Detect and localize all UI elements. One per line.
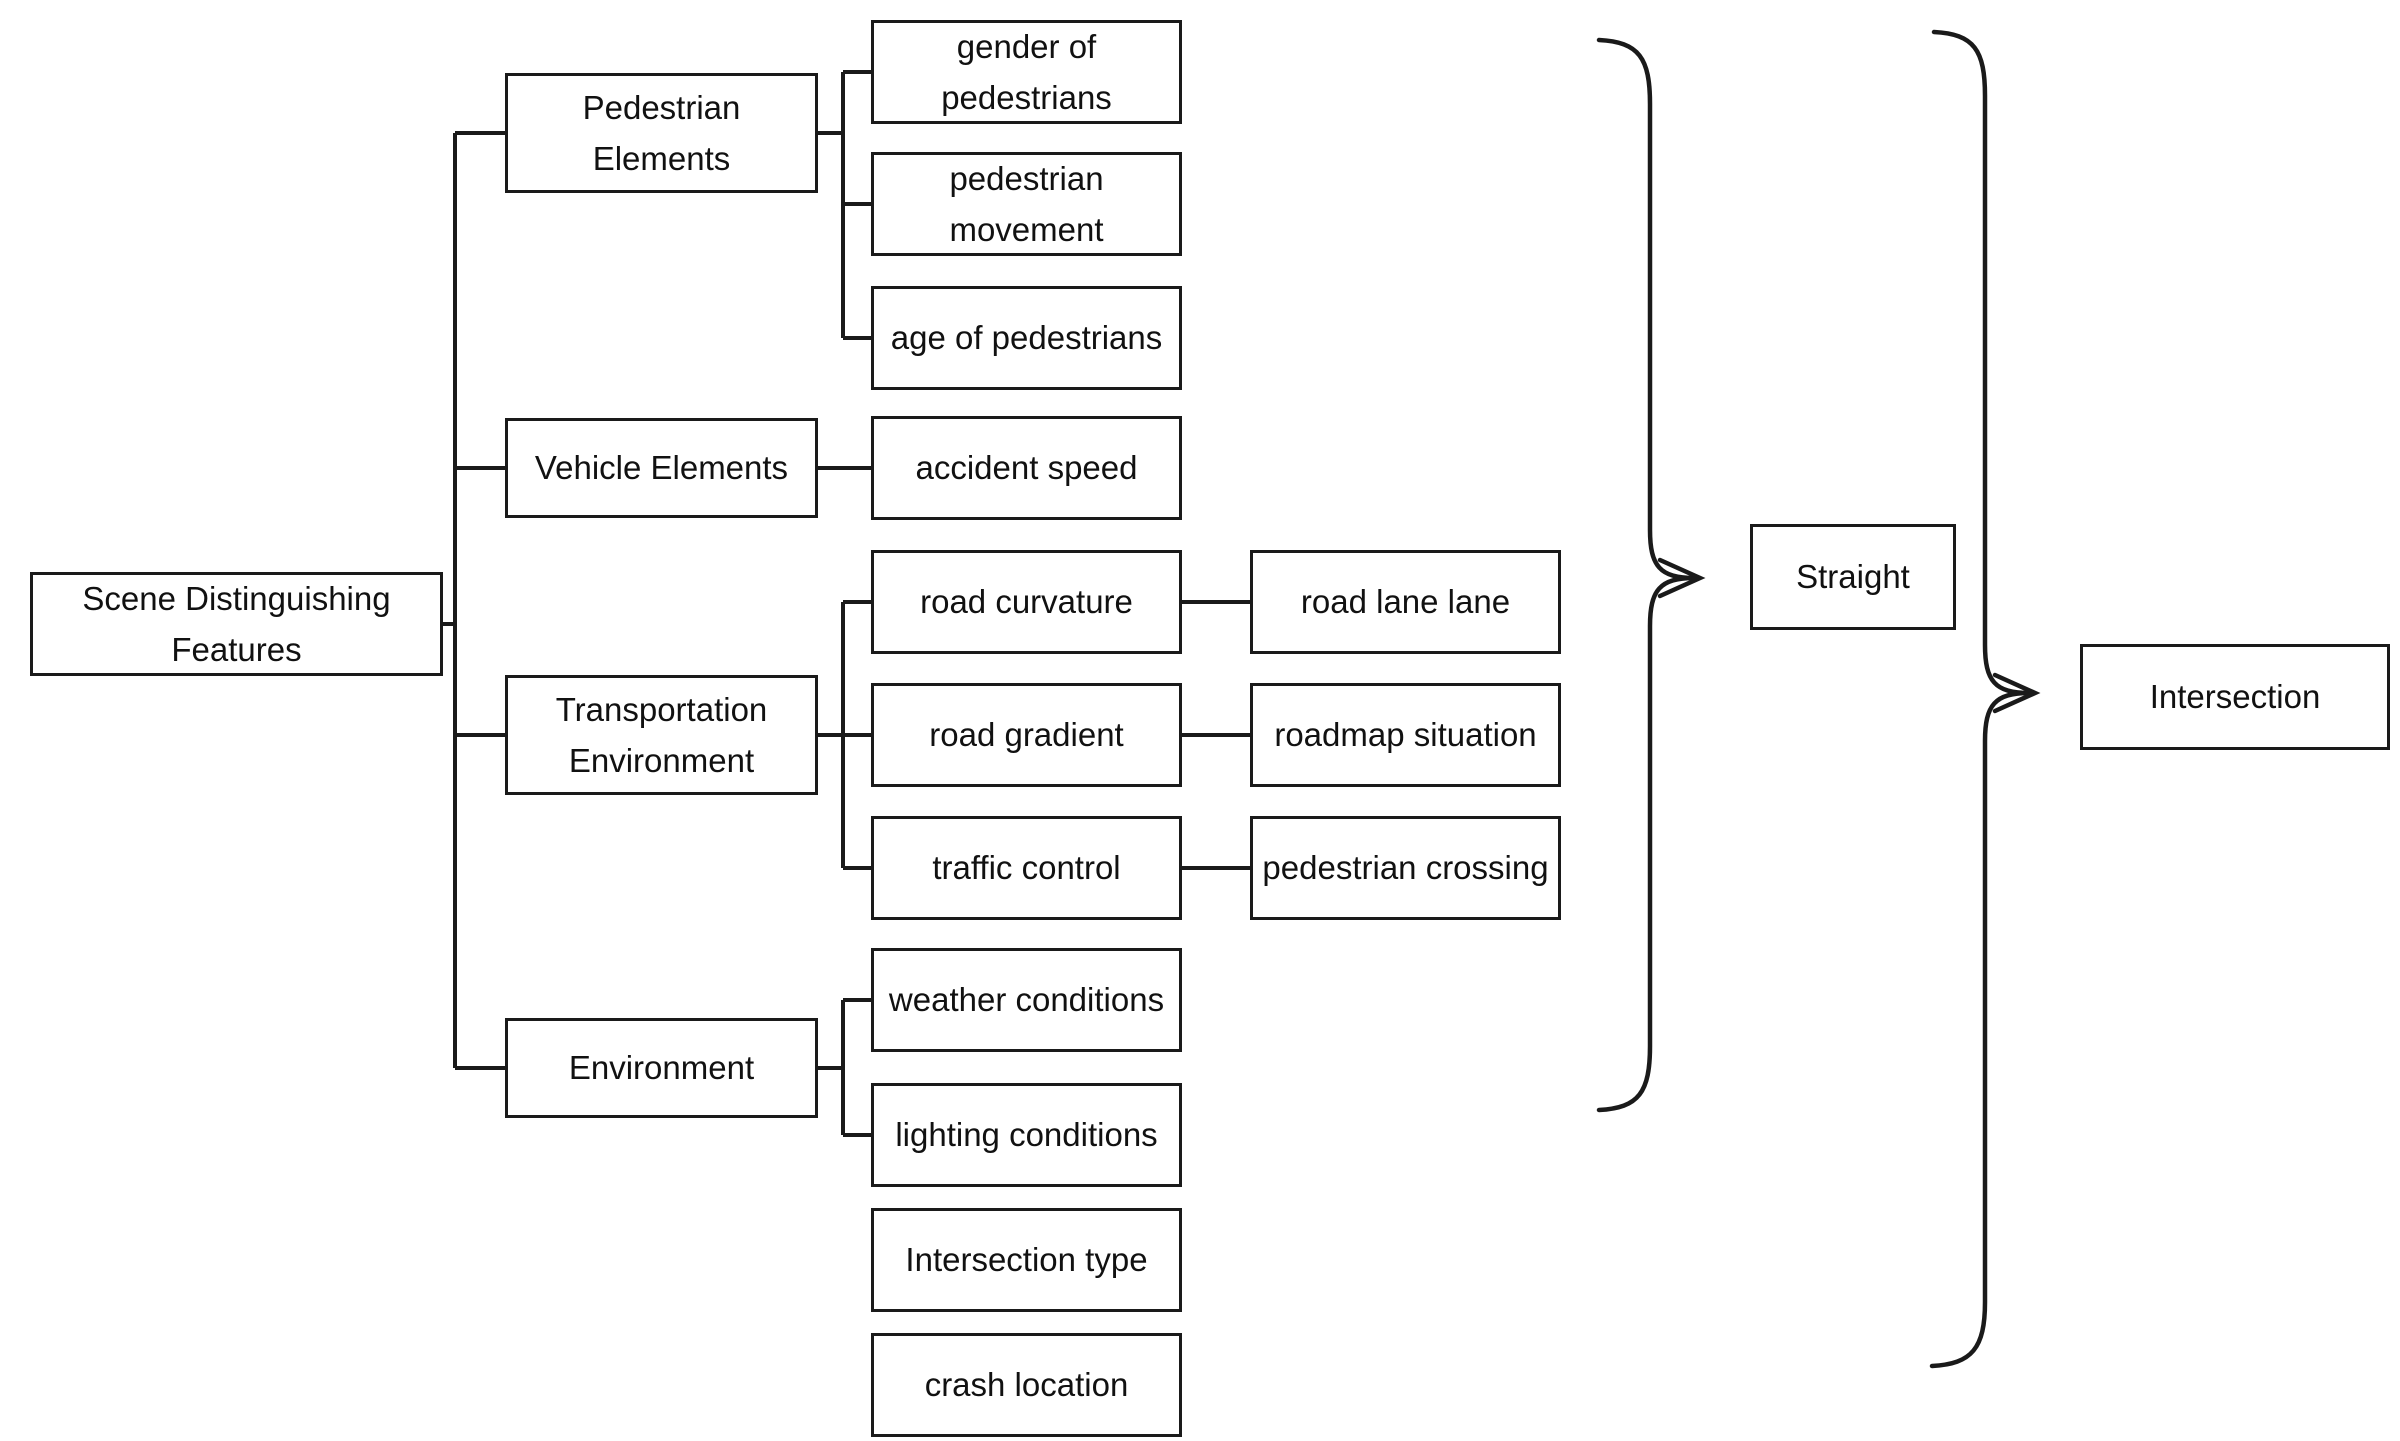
node-traffic-control[interactable]: traffic control (871, 816, 1182, 920)
node-weather-conditions[interactable]: weather conditions (871, 948, 1182, 1052)
node-pedestrian-elements[interactable]: Pedestrian Elements (505, 73, 818, 193)
node-label: weather conditions (888, 980, 1165, 1018)
node-vehicle-elements[interactable]: Vehicle Elements (505, 418, 818, 518)
node-label: accident speed (915, 448, 1138, 486)
node-age-of-pedestrians[interactable]: age of pedestrians (871, 286, 1182, 390)
node-label: road gradient (929, 715, 1124, 753)
node-pedestrian-movement[interactable]: pedestrian movement (871, 152, 1182, 256)
node-label: Vehicle Elements (534, 448, 789, 486)
node-road-lane-lane[interactable]: road lane lane (1250, 550, 1561, 654)
node-label: Pedestrian Elements (582, 88, 741, 177)
node-outcome-intersection[interactable]: Intersection (2080, 644, 2390, 750)
node-road-gradient[interactable]: road gradient (871, 683, 1182, 787)
node-roadmap-situation[interactable]: roadmap situation (1250, 683, 1561, 787)
node-environment[interactable]: Environment (505, 1018, 818, 1118)
node-label: road curvature (920, 582, 1133, 620)
node-crash-location[interactable]: crash location (871, 1333, 1182, 1437)
node-label: road lane lane (1300, 582, 1511, 620)
node-label: crash location (924, 1365, 1129, 1403)
node-label: lighting conditions (895, 1115, 1158, 1153)
node-intersection-type[interactable]: Intersection type (871, 1208, 1182, 1312)
node-lighting-conditions[interactable]: lighting conditions (871, 1083, 1182, 1187)
node-transportation-environment[interactable]: Transportation Environment (505, 675, 818, 795)
node-label: pedestrian movement (949, 159, 1104, 248)
node-scene-distinguishing-features[interactable]: Scene Distinguishing Features (30, 572, 443, 676)
node-label: gender of pedestrians (941, 27, 1112, 116)
node-gender-of-pedestrians[interactable]: gender of pedestrians (871, 20, 1182, 124)
node-label: age of pedestrians (890, 318, 1163, 356)
node-road-curvature[interactable]: road curvature (871, 550, 1182, 654)
node-label: Straight (1796, 557, 1910, 595)
node-label: roadmap situation (1274, 715, 1537, 753)
node-label: Intersection (2149, 677, 2321, 715)
node-label: Transportation Environment (555, 690, 768, 779)
node-accident-speed[interactable]: accident speed (871, 416, 1182, 520)
node-label: traffic control (932, 848, 1121, 886)
node-label: Environment (568, 1048, 755, 1086)
node-label: Intersection type (905, 1240, 1148, 1278)
node-pedestrian-crossing[interactable]: pedestrian crossing (1250, 816, 1561, 920)
node-outcome-straight[interactable]: Straight (1750, 524, 1956, 630)
node-label: pedestrian crossing (1262, 848, 1549, 886)
node-label: Scene Distinguishing Features (82, 579, 391, 668)
